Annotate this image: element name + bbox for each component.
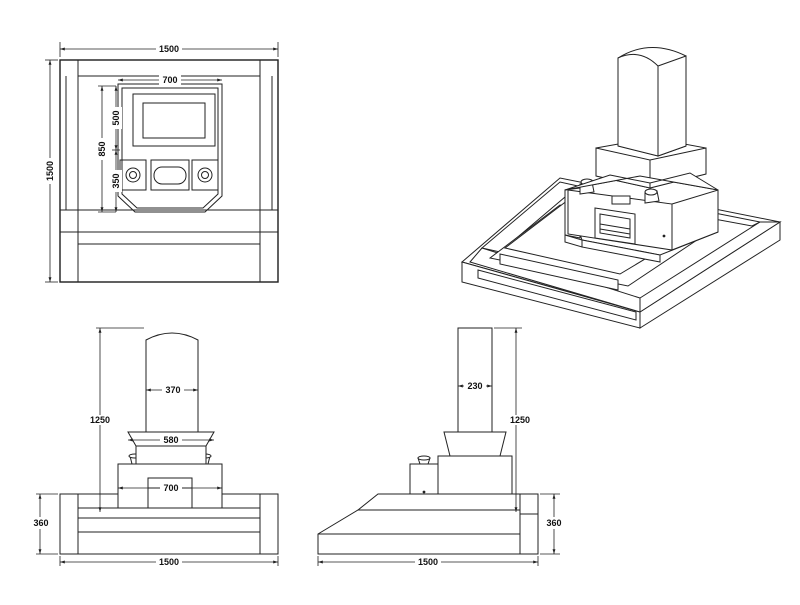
side-height-label: 1250: [510, 415, 530, 425]
isometric-view: [460, 47, 782, 329]
plan-width-label: 1500: [159, 44, 179, 54]
front-width-label: 1500: [159, 557, 179, 567]
side-elevation: 230 1250 360 1500: [317, 327, 566, 567]
front-height-label: 1250: [90, 415, 110, 425]
plan-lower-depth-label: 350: [111, 173, 121, 188]
side-tombstone-depth-label: 230: [467, 381, 482, 391]
plan-total-depth-label: 850: [97, 141, 107, 156]
plan-upper-depth-label: 500: [111, 110, 121, 125]
side-depth-label: 1500: [418, 557, 438, 567]
side-base-height-label: 360: [546, 518, 561, 528]
front-tombstone-width-label: 370: [165, 385, 180, 395]
plan-inner-width-label: 700: [162, 75, 177, 85]
plan-view: 1500 700 1500 850 500 350: [44, 42, 279, 283]
front-elevation: 370 580 700 1250 360 1500: [30, 327, 279, 567]
front-lower-width-label: 700: [163, 483, 178, 493]
front-base-height-label: 360: [33, 518, 48, 528]
plan-depth-label: 1500: [45, 161, 55, 181]
front-middle-width-label: 580: [163, 435, 178, 445]
